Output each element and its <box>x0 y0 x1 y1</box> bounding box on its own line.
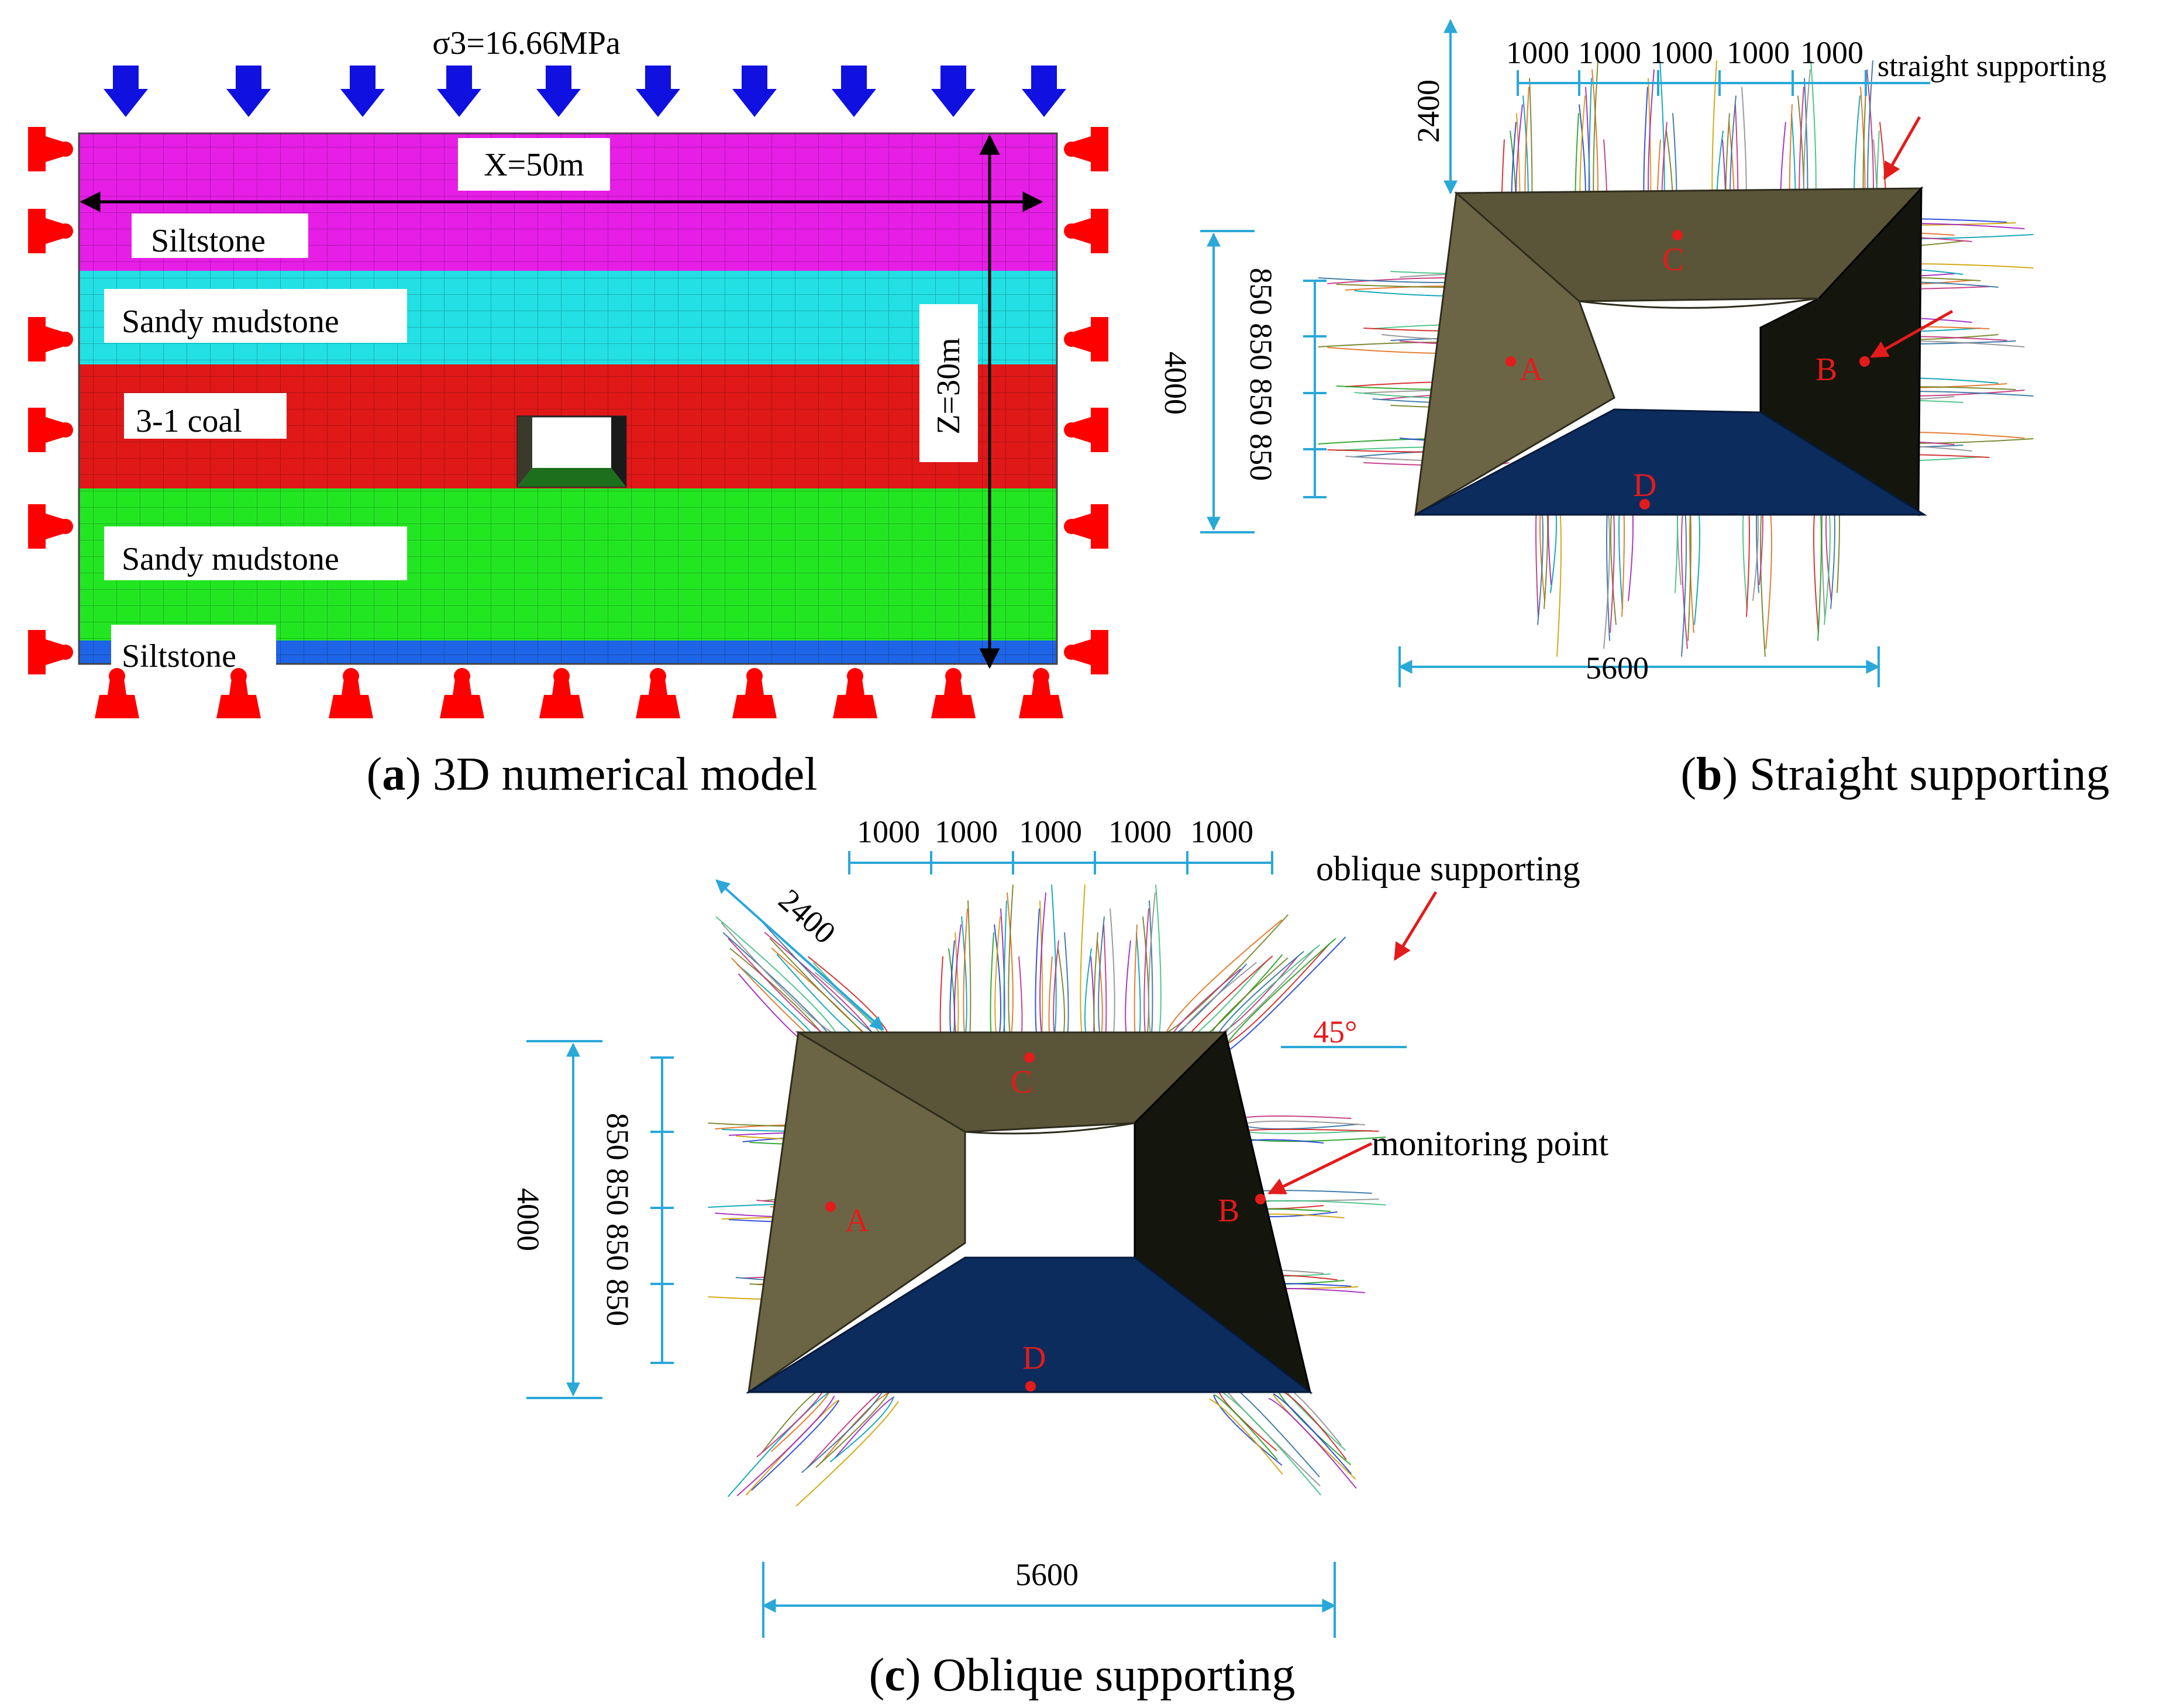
load-arrow-8 <box>832 66 876 117</box>
dimension-lines-c <box>526 851 1407 1638</box>
layer-label-siltstone-top: Siltstone <box>151 223 266 259</box>
bottom-support-3 <box>329 679 373 718</box>
left-support-1 <box>28 127 64 171</box>
bottom-support-6 <box>636 679 680 718</box>
left-rib-surface <box>1414 191 1615 516</box>
load-arrow-5 <box>536 66 581 117</box>
bottom-support-8 <box>833 679 877 718</box>
right-support-4 <box>1072 408 1108 452</box>
bottom-roller-supports <box>95 668 1063 718</box>
caption-c: (c) Oblique supporting <box>869 1650 1296 1701</box>
right-support-2 <box>1072 209 1108 253</box>
bolt-force-curves-b <box>1318 60 2034 657</box>
annotation-oblique: oblique supporting <box>1316 849 1580 888</box>
panel-b-straight-supporting: C A B D 1000 1000 1000 1000 1000 2400 40… <box>1158 19 2110 800</box>
z-label: Z=30m <box>931 338 967 434</box>
right-support-6 <box>1072 630 1108 674</box>
bottom-support-2 <box>216 679 261 718</box>
side-spacing-b: 850 850 850 850 <box>1243 268 1279 481</box>
load-arrow-7 <box>732 66 777 117</box>
right-support-3 <box>1072 317 1108 361</box>
point-b-b: B <box>1815 352 1837 388</box>
load-arrows <box>104 66 1066 117</box>
bottom-support-1 <box>95 679 139 718</box>
load-arrow-6 <box>636 66 680 117</box>
monitoring-label: monitoring point <box>1372 1124 1608 1163</box>
spacing-c-1: 1000 <box>857 814 920 849</box>
load-arrow-2 <box>226 66 271 117</box>
load-arrow-10 <box>1022 66 1066 117</box>
spacing-c-4: 1000 <box>1108 814 1172 849</box>
point-d-c: D <box>1022 1340 1046 1376</box>
floor-surface <box>1415 408 1928 516</box>
spacing-c-2: 1000 <box>935 814 998 849</box>
point-b-c: B <box>1218 1193 1239 1229</box>
bottom-support-5 <box>539 679 584 718</box>
load-arrow-1 <box>104 66 148 117</box>
panel-c-oblique-supporting: C A B D 1000 1000 1000 1000 1000 2400 <box>511 814 1608 1701</box>
width-c: 5600 <box>1015 1557 1079 1592</box>
roadway-opening <box>516 415 627 488</box>
left-rib-surface <box>747 1031 966 1394</box>
caption-b: (b) Straight supporting <box>1680 749 2109 800</box>
stress-label: σ3=16.66MPa <box>432 25 621 61</box>
side-roller-supports <box>28 127 1108 674</box>
left-support-5 <box>28 504 64 549</box>
spacing-b-5: 1000 <box>1800 35 1863 70</box>
spacing-b-3: 1000 <box>1650 35 1713 70</box>
dimension-lines-b <box>1200 19 1930 687</box>
layer-label-coal: 3-1 coal <box>136 403 242 439</box>
point-a-c: A <box>845 1203 869 1239</box>
width-b: 5600 <box>1586 650 1649 686</box>
load-arrow-9 <box>931 66 976 117</box>
right-rib-surface <box>1759 186 1923 516</box>
load-arrow-4 <box>437 66 481 117</box>
height-c: 4000 <box>511 1188 546 1251</box>
z-label-box <box>919 304 978 462</box>
left-support-4 <box>28 408 64 452</box>
point-c-c: C <box>1011 1064 1032 1100</box>
layer-label-siltstone-bottom: Siltstone <box>122 638 236 674</box>
spacing-c-5: 1000 <box>1190 814 1253 849</box>
spacing-b-2: 1000 <box>1578 35 1641 70</box>
bottom-support-4 <box>440 679 484 718</box>
left-support-6 <box>28 630 64 674</box>
side-spacing-c: 850 850 850 850 <box>600 1113 635 1327</box>
spacing-b-4: 1000 <box>1727 35 1790 70</box>
height-b: 4000 <box>1158 352 1193 415</box>
angle-label: 45° <box>1313 1014 1358 1049</box>
point-a-b: A <box>1520 352 1544 388</box>
spacing-b-1: 1000 <box>1506 35 1569 70</box>
caption-a: (a) 3D numerical model <box>367 749 818 800</box>
left-support-2 <box>28 209 64 253</box>
roadway-surface-b <box>1414 186 1928 516</box>
spacing-c-3: 1000 <box>1019 814 1082 849</box>
bolt-length-b: 2400 <box>1411 80 1446 143</box>
right-support-1 <box>1072 127 1108 171</box>
load-arrow-3 <box>340 66 385 117</box>
bottom-support-10 <box>1019 679 1063 718</box>
panel-a-model: σ3=16.66MPa X=50m Z=30m Siltstone Sandy … <box>28 25 1108 800</box>
layer-label-sandy-mudstone-bottom: Sandy mudstone <box>122 541 339 577</box>
annotation-straight: straight supporting <box>1877 50 2106 83</box>
x-label-box <box>458 138 610 191</box>
bottom-support-7 <box>732 679 777 718</box>
floor-surface <box>745 1256 1313 1393</box>
point-d-b: D <box>1633 467 1656 504</box>
bottom-support-9 <box>931 679 976 718</box>
layer-label-sandy-mudstone-top: Sandy mudstone <box>122 304 339 340</box>
left-support-3 <box>28 317 64 361</box>
x-label: X=50m <box>484 147 584 183</box>
right-support-5 <box>1072 504 1108 549</box>
point-c-b: C <box>1662 242 1684 278</box>
roadway-surface-c <box>745 1031 1313 1394</box>
